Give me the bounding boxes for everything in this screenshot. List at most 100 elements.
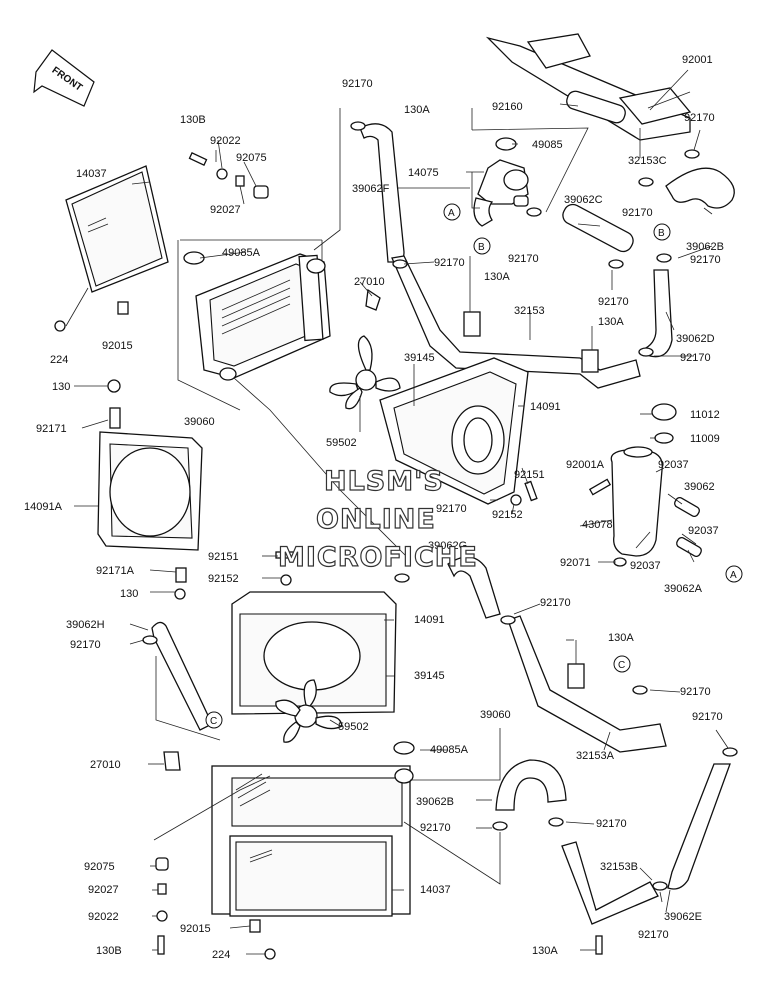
label-92152: 92152: [208, 573, 239, 585]
callout-a-top: A: [443, 203, 461, 221]
label-39060: 39060: [184, 416, 215, 428]
label-39062h: 39062H: [66, 619, 105, 631]
callout-a-right: A: [725, 565, 743, 583]
label-92170: 92170: [684, 112, 715, 124]
front-arrow-icon: FRONT: [33, 49, 95, 107]
label-92170: 92170: [690, 254, 721, 266]
label-11012: 11012: [690, 409, 720, 421]
svg-text:ONLINE: ONLINE: [316, 504, 436, 535]
bolt-92151-b: [275, 551, 295, 559]
label-130b: 130B: [180, 114, 206, 126]
label-27010: 27010: [354, 276, 385, 288]
hose-clamps: [142, 121, 738, 891]
label-92151: 92151: [208, 551, 239, 563]
label-32153a: 32153A: [576, 750, 615, 762]
label-14091: 14091: [530, 401, 561, 413]
label-92037: 92037: [630, 560, 661, 572]
part-labels: 92001 92170 92170 92160 130A 49085 14075…: [24, 54, 724, 961]
callout-b-right: B: [653, 223, 671, 241]
collar-92027-bottom: [157, 883, 167, 895]
pipe-32153: [391, 255, 641, 389]
callout-b-top: B: [473, 237, 491, 255]
label-92022: 92022: [88, 911, 119, 923]
hose-39062d: [640, 269, 673, 358]
label-130a: 130A: [404, 104, 430, 116]
label-14091a: 14091A: [24, 501, 63, 513]
label-39062: 39062: [684, 481, 715, 493]
temp-sensor-27010-bottom: [163, 751, 181, 771]
label-224: 224: [50, 354, 68, 366]
label-39062d: 39062D: [676, 333, 715, 345]
svg-text:B: B: [478, 242, 485, 253]
label-27010: 27010: [90, 759, 121, 771]
label-49085: 49085: [532, 139, 563, 151]
hose-39062g: [447, 556, 501, 619]
leader-lines: [65, 69, 729, 955]
fan-shroud-14091-bottom: [231, 591, 397, 715]
thermostat-housing-14075: [473, 137, 529, 227]
label-39062g: 39062G: [428, 540, 467, 552]
bolt-130b-bottom: [157, 935, 165, 955]
label-59502: 59502: [338, 721, 369, 733]
grommet-92075-bottom: [155, 857, 169, 871]
radiator-cap-49085a-top: [183, 251, 205, 265]
reservoir-tank-43078: [610, 446, 663, 567]
collar-92171a: [175, 567, 187, 583]
callout-c-left: C: [205, 711, 223, 729]
label-39062f: 39062F: [352, 183, 390, 195]
svg-text:C: C: [210, 716, 217, 727]
label-49085a: 49085A: [222, 247, 261, 259]
label-224: 224: [212, 949, 230, 961]
hose-39062b-bottom: [495, 759, 567, 811]
pipe-32153a: [507, 615, 667, 753]
label-39062e: 39062E: [664, 911, 702, 923]
label-92170: 92170: [342, 78, 373, 90]
label-92160: 92160: [492, 101, 523, 113]
label-92170: 92170: [692, 711, 723, 723]
label-92170: 92170: [508, 253, 539, 265]
label-39062a: 39062A: [664, 583, 703, 595]
label-130: 130: [52, 381, 70, 393]
fan-59502-bottom: [275, 679, 343, 743]
grommet-92075-top: [253, 185, 269, 199]
label-92170: 92170: [622, 207, 653, 219]
label-92170: 92170: [436, 503, 467, 515]
svg-text:A: A: [448, 208, 455, 219]
radiator-cap-49085a-bottom: [393, 741, 415, 755]
label-92171a: 92171A: [96, 565, 135, 577]
svg-text:HLSM'S: HLSM'S: [324, 466, 444, 497]
label-32153: 32153: [514, 305, 545, 317]
label-130a: 130A: [598, 316, 624, 328]
label-92027: 92027: [88, 884, 119, 896]
radiator-screen-14037-bottom: [229, 835, 393, 917]
label-92171: 92171: [36, 423, 67, 435]
hose-39062a: [676, 536, 702, 558]
label-92022: 92022: [210, 135, 241, 147]
temp-sensor-27010-top: [365, 288, 381, 311]
label-92170: 92170: [420, 822, 451, 834]
bolt-130a-bottom: [595, 935, 603, 955]
bolt-130b-top: [188, 152, 208, 166]
bolt-224-bottom: [264, 948, 276, 960]
label-130a: 130A: [608, 632, 634, 644]
pipe-bracket-32153c: [485, 33, 692, 141]
reservoir-cap-11012: [651, 403, 677, 421]
svg-text:B: B: [658, 228, 665, 239]
fan-shroud-14091a: [97, 431, 203, 551]
seal-11009: [654, 432, 674, 444]
label-59502: 59502: [326, 437, 357, 449]
label-92170: 92170: [70, 639, 101, 651]
svg-text:C: C: [618, 660, 625, 671]
label-92075: 92075: [84, 861, 115, 873]
label-92015: 92015: [180, 923, 211, 935]
label-14075: 14075: [408, 167, 439, 179]
label-39145: 39145: [404, 352, 435, 364]
hose-39062b-top: [665, 167, 735, 209]
label-92151: 92151: [514, 469, 545, 481]
label-92027: 92027: [210, 204, 241, 216]
label-130: 130: [120, 588, 138, 600]
label-14037: 14037: [76, 168, 107, 180]
label-92170: 92170: [680, 686, 711, 698]
label-92170: 92170: [434, 257, 465, 269]
label-14037: 14037: [420, 884, 451, 896]
